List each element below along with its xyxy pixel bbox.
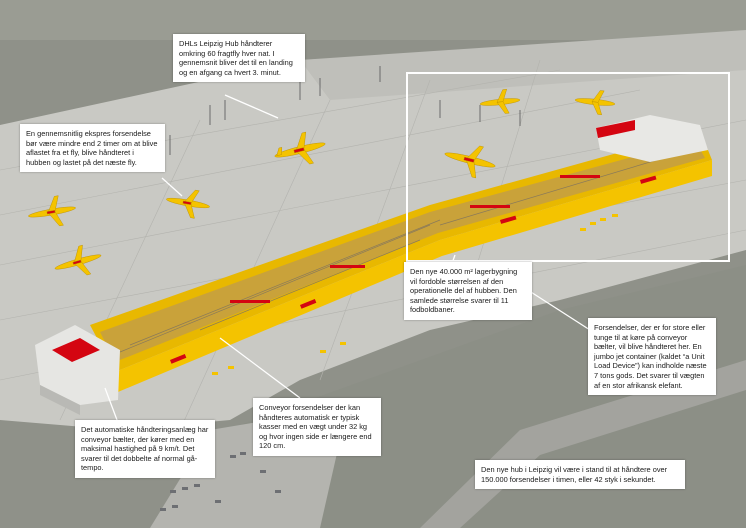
east-building-red <box>596 120 635 138</box>
hub-interior-red-accents <box>230 175 600 303</box>
office-block-side <box>40 385 80 415</box>
hub-building-roof-interior <box>100 140 705 362</box>
apron-upper <box>300 30 746 100</box>
new-warehouse-highlight-frame <box>406 72 730 262</box>
callout-conveyor: Conveyor forsendelser der kan håndteres … <box>253 398 381 456</box>
callout-automatic: Det automatiske håndteringsanlæg har con… <box>75 420 215 478</box>
office-block-red <box>52 338 100 362</box>
callout-flights: DHLs Leipzig Hub håndterer omkring 60 fr… <box>173 34 305 83</box>
dhl-wall-logos <box>169 175 657 364</box>
hub-building-front-wall <box>115 160 712 392</box>
callout-express: En gennemsnitlig ekspres forsendelse bør… <box>20 124 165 173</box>
callout-uld: Forsendelser, der er for store eller tun… <box>588 318 716 396</box>
ground-vehicles <box>212 214 618 375</box>
grass-band-top <box>0 0 746 40</box>
office-block <box>35 325 120 405</box>
hub-interior-detail <box>119 149 691 353</box>
cargo-plane <box>28 88 616 276</box>
callout-warehouse: Den nye 40.000 m² lagerbygning vil fordo… <box>404 262 532 320</box>
callout-capacity: Den nye hub i Leipzig vil være i stand t… <box>475 460 685 490</box>
